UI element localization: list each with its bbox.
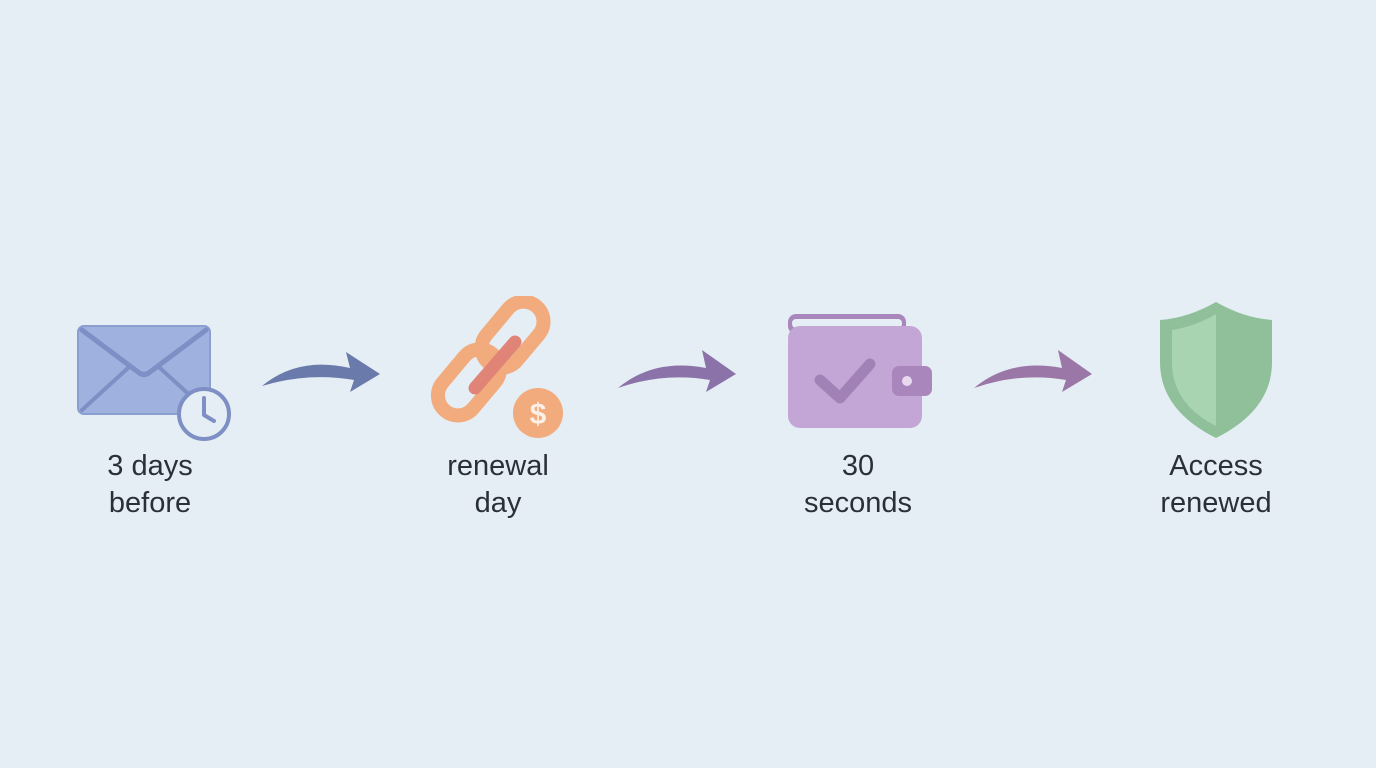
step-access-line1: Access [1169,450,1263,482]
step-email-reminder [76,322,236,444]
step-renewal-label: renewal day [408,448,588,522]
step-wallet-line1: 30 [841,450,875,482]
chain-dollar-icon: $ [430,296,563,438]
step-email-label: 3 days before [60,448,240,522]
curved-arrow-icon [618,350,736,392]
step-email-line2: before [108,487,192,519]
step-renewal-line1: renewal [447,450,549,482]
step-wallet-line2: seconds [803,487,912,519]
step-wallet-label: 30 seconds [768,448,948,522]
step-access-line2: renewed [1160,487,1272,519]
step-email-line1: 3 days [107,450,193,482]
step-access-label: Access renewed [1126,448,1306,522]
svg-text:$: $ [530,398,547,431]
step-wallet-payment [786,312,932,432]
shield-icon [1160,302,1272,438]
step-renewal-day: $ [425,296,575,441]
curved-arrow-icon [262,352,380,392]
step-renewal-line2: day [474,487,522,519]
envelope-clock-icon [77,325,231,441]
curved-arrow-icon [974,350,1092,392]
wallet-check-icon [788,314,932,428]
step-access-renewed [1156,300,1276,440]
